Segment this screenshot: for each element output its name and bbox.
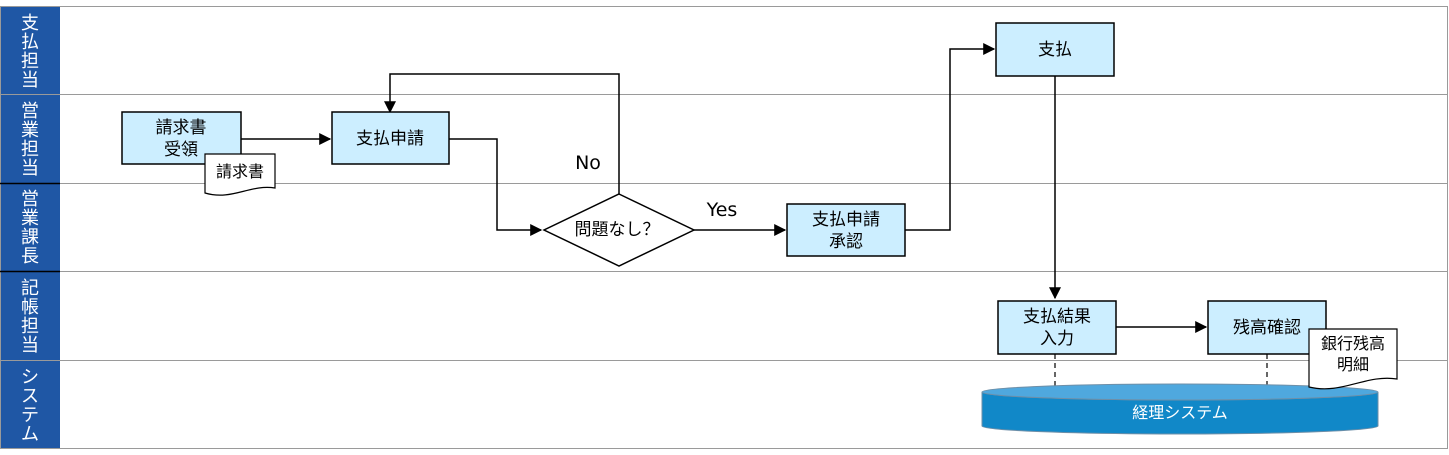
lane-header-eigyo (1, 95, 60, 183)
lane-char: 帳 (21, 297, 39, 318)
lane-char: 業 (21, 120, 39, 141)
lane-char: 担 (21, 316, 39, 337)
lane-char: テ (21, 405, 39, 426)
node-label: 請求書 (156, 118, 207, 138)
node-label: 支払申請 (356, 129, 424, 149)
lane-char: 営 (21, 189, 39, 210)
node-label: 支払 (1038, 40, 1072, 60)
lane-char: 営 (21, 101, 39, 122)
doc-label: 銀行残高 (1321, 334, 1385, 353)
lane-header-shiharai (1, 7, 60, 94)
edge-decision-no (384, 73, 620, 194)
lane-char: 担 (21, 139, 39, 160)
lane-header-kicho (1, 272, 60, 360)
edge-label-no: No (575, 152, 601, 174)
lane-char: 担 (21, 51, 39, 72)
edge-label-yes: Yes (706, 199, 738, 221)
decision-label: 問題なし？ (575, 220, 660, 240)
lane-char: 当 (21, 70, 39, 91)
node-balance-check: 残高確認 (1207, 300, 1327, 355)
database-label: 経理システム (1132, 403, 1228, 422)
lane-char: 当 (21, 158, 39, 179)
doc-label: 明細 (1337, 355, 1369, 374)
node-label: 残高確認 (1233, 318, 1301, 338)
lane-char: 課 (21, 227, 39, 248)
node-payment-request: 支払申請 (331, 111, 450, 165)
doc-label: 請求書 (216, 162, 264, 181)
lane-char: ム (21, 424, 39, 445)
node-approval: 支払申請 承認 (786, 203, 906, 257)
edge-request-to-decision (449, 138, 543, 236)
node-decision: 問題なし？ (542, 193, 696, 267)
edge-approval-to-payment (905, 43, 996, 231)
lane-char: 長 (21, 246, 39, 267)
lane-char: 支 (21, 13, 39, 34)
lane-char: 払 (21, 32, 39, 53)
node-label: 支払結果 (1023, 307, 1091, 327)
lane-char: 業 (21, 208, 39, 229)
accounting-system-database: 経理システム (981, 383, 1379, 435)
lane-header-kacho (1, 184, 60, 271)
node-label: 承認 (829, 232, 863, 252)
lane-headers: 支 払 担 当 営 業 担 当 営 業 課 長 記 帳 担 当 シ ス テ ム (0, 7, 60, 448)
lane-char: 当 (21, 335, 39, 356)
connectors (241, 43, 1208, 333)
node-result-input: 支払結果 入力 (997, 300, 1117, 355)
node-label: 受領 (164, 140, 198, 160)
node-label: 入力 (1040, 329, 1074, 349)
lane-header-system (1, 361, 60, 448)
doc-bank-statement: 銀行残高 明細 (1308, 328, 1398, 390)
lane-char: ス (21, 386, 39, 407)
lane-char: 記 (21, 278, 39, 299)
lane-char: シ (21, 367, 39, 388)
node-label: 支払申請 (812, 210, 880, 230)
doc-invoice: 請求書 (204, 153, 276, 196)
lane-grid (0, 6, 1448, 449)
node-payment: 支払 (995, 22, 1115, 77)
